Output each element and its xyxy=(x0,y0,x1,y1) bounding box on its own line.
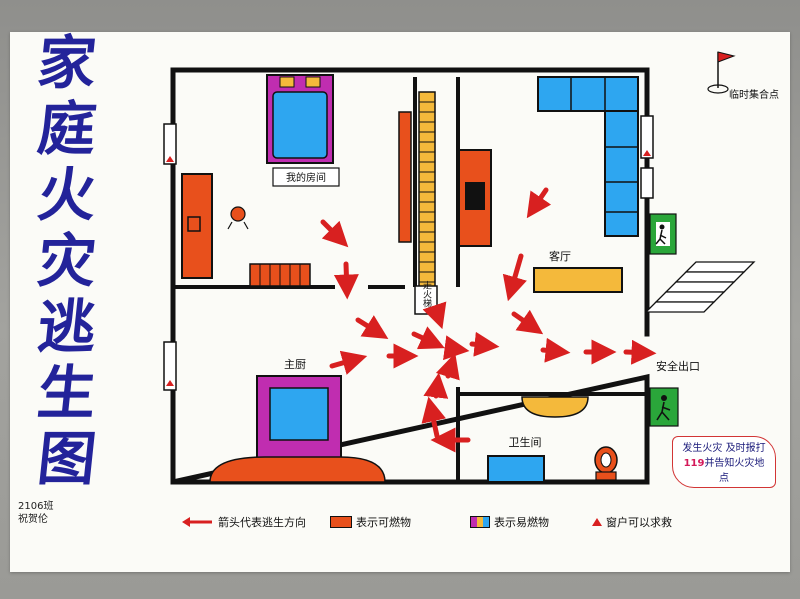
callout-line2: 并告知火灾地点 xyxy=(704,458,765,484)
living-room-label: 客厅 xyxy=(549,249,571,263)
legend-window: 窗户可以求救 xyxy=(592,514,672,530)
legend-arrow-text: 箭头代表逃生方向 xyxy=(218,516,306,529)
legend-combustible: 表示可燃物 xyxy=(330,514,411,530)
bathroom-label: 卫生间 xyxy=(509,435,542,449)
toilet-icon xyxy=(594,446,618,481)
exit-stairs xyxy=(644,261,756,313)
escape-arrows xyxy=(320,187,657,453)
bathroom-furniture: 卫生间 xyxy=(487,396,618,483)
exit-area: 安全出口 xyxy=(644,213,756,427)
callout-line1: 发生火灾 及时报打 xyxy=(682,443,766,454)
signature-name: 祝贺伦 xyxy=(18,514,48,525)
legend-combustible-text: 表示可燃物 xyxy=(356,516,411,529)
arrow-icon xyxy=(182,517,212,527)
legend: 箭头代表逃生方向 表示可燃物 表示易燃物 窗户可以求救 xyxy=(180,514,672,534)
stairs-label: 走火梯 xyxy=(421,280,432,308)
signature-class: 2106班 xyxy=(18,501,54,512)
running-man-icon xyxy=(649,213,677,255)
legend-window-text: 窗户可以求救 xyxy=(606,516,672,529)
author-signature: 2106班 祝贺伦 xyxy=(18,500,68,526)
assembly-point: 临时集合点 xyxy=(707,51,779,101)
orange-swatch-icon xyxy=(330,516,352,528)
fire-stairs: 走火梯 xyxy=(398,91,438,315)
bedroom-furniture: 我的房间 xyxy=(181,74,340,287)
assembly-label: 临时集合点 xyxy=(729,88,779,101)
callout-number: 119 xyxy=(683,458,705,469)
call-119-note: 发生火灾 及时报打 119并告知火灾地点 xyxy=(672,436,776,488)
living-room-furniture: 客厅 xyxy=(458,76,639,293)
legend-flammable: 表示易燃物 xyxy=(470,514,549,530)
kitchen-label: 主厨 xyxy=(284,358,306,371)
multicolor-swatch-icon xyxy=(470,516,490,528)
person-icon xyxy=(649,387,679,427)
master-bedroom-label: 我的房间 xyxy=(286,171,326,184)
floor-plan: 走火梯 我的房间 xyxy=(163,51,779,485)
legend-arrow: 箭头代表逃生方向 xyxy=(180,514,306,530)
window-icon xyxy=(163,115,654,391)
legend-flammable-text: 表示易燃物 xyxy=(494,516,549,529)
red-triangle-icon xyxy=(592,518,602,526)
exit-label: 安全出口 xyxy=(656,359,700,373)
flag-icon xyxy=(707,51,736,94)
kitchen-furniture: 主厨 xyxy=(209,358,386,483)
chair-icon xyxy=(227,206,249,230)
